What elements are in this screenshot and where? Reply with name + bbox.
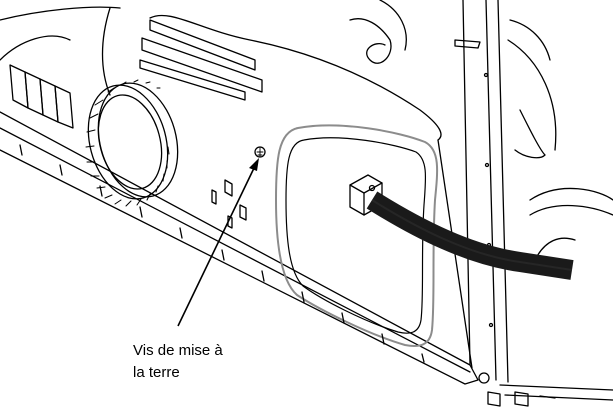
vent-slots [139,19,263,101]
drain-hose [366,191,574,280]
callout-leader-line [177,165,256,327]
side-louvers [0,35,74,129]
callout-line-1: Vis de mise à [133,342,223,359]
bottom-edge-tabs [19,144,425,363]
panel-top-curve [149,14,442,141]
exhaust-duct [85,79,179,207]
back-panel-outline [0,111,479,385]
access-panel-inner [285,137,427,334]
callout-arrowhead [249,158,259,171]
right-cabinet [454,0,613,401]
ground-screw-callout: Vis de mise à la terre [133,340,223,384]
access-panel-outer [275,124,439,348]
callout-line-2: la terre [133,364,180,381]
leveling-feet [478,372,556,407]
ground-screw-icon [254,146,266,158]
